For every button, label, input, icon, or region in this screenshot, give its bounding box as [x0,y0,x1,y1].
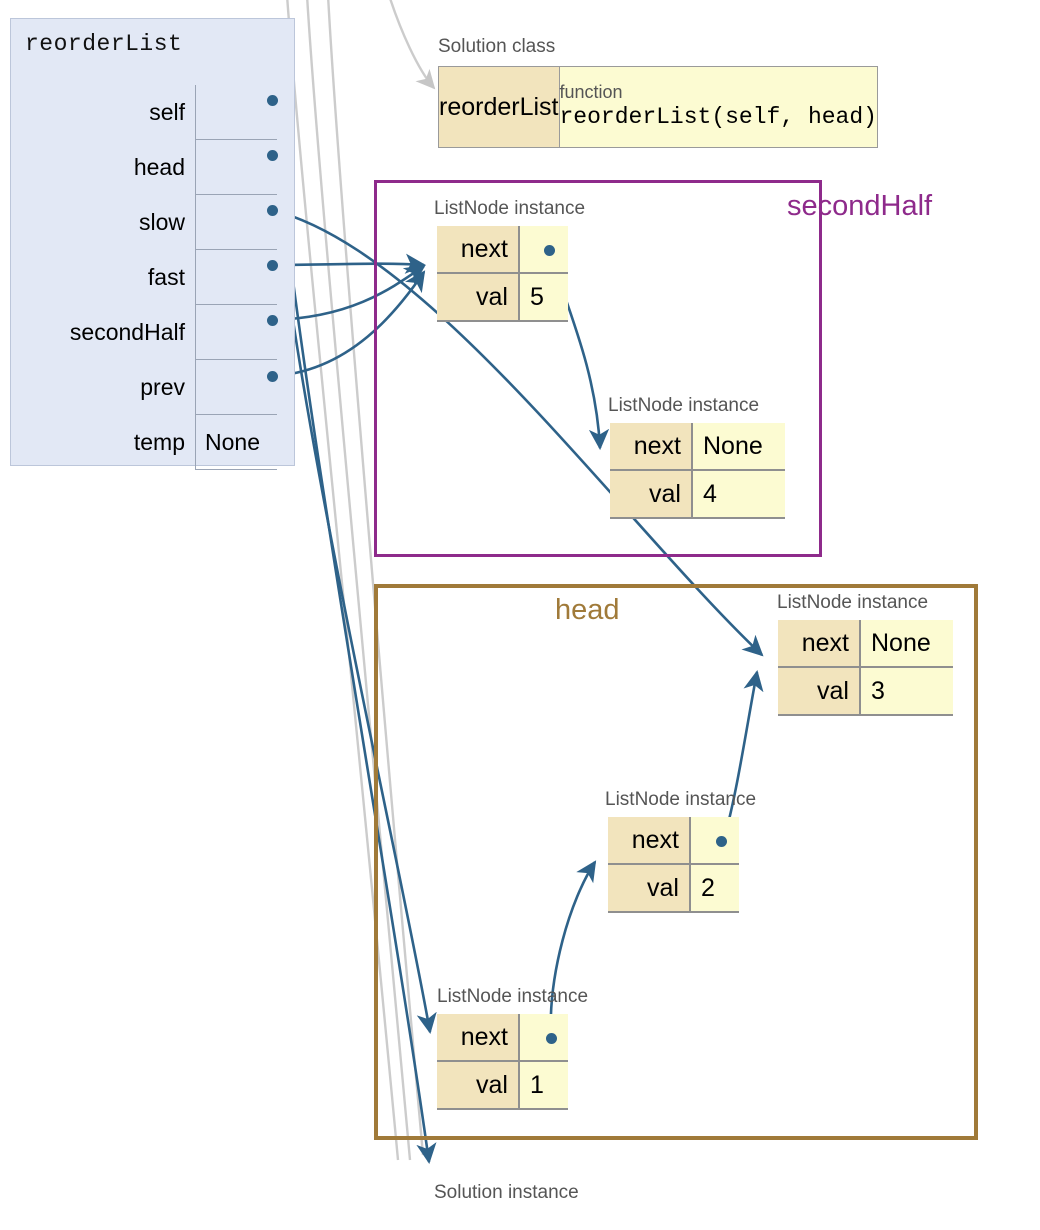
field-key: val [437,274,520,322]
field-value-pointer[interactable] [691,817,739,865]
pointer-dot-n2-next [716,836,727,847]
field-key: next [437,1014,520,1062]
field-key: next [778,620,861,668]
class-attr-name: reorderList [439,67,560,147]
var-value[interactable] [195,195,277,250]
field-value-pointer[interactable] [520,1014,568,1062]
frame-pointer-dot-prev [267,371,278,382]
listnode-label-n3: ListNode instance [777,592,929,613]
group-box-head [374,584,978,1140]
var-value[interactable] [195,85,277,140]
field-value: 4 [693,471,785,519]
field-key: next [610,423,693,471]
var-value[interactable]: None [195,415,277,470]
frame-var-prev: prev [10,360,295,415]
pointer-dot-n1-next [546,1033,557,1044]
var-value[interactable] [195,140,277,195]
field-value: 2 [691,865,739,913]
listnode-object-n1: next val 1 [437,1014,568,1110]
var-label: fast [147,264,185,290]
field-key: val [610,471,693,519]
var-label: secondHalf [69,319,185,345]
solution-instance-label: Solution instance [434,1182,579,1203]
frame-title: reorderList [25,31,183,57]
group-title-secondhalf: secondHalf [787,190,933,222]
solution-class-object: reorderList function reorderList(self, h… [438,66,878,148]
pointer-dot-n5-next [544,245,555,256]
field-value: 5 [520,274,568,322]
field-value: None [693,423,785,471]
listnode-object-n3: next None val 3 [778,620,953,716]
listnode-object-n5: next val 5 [437,226,568,322]
group-title-head: head [555,594,620,626]
field-value: 3 [861,668,953,716]
frame-var-fast: fast [10,250,295,305]
var-label: slow [138,209,185,235]
var-label: prev [140,374,185,400]
listnode-label-n1: ListNode instance [437,986,589,1007]
frame-pointer-dot-self [267,95,278,106]
frame-var-secondhalf: secondHalf [10,305,295,360]
var-value[interactable] [195,250,277,305]
frame-var-self: self [10,85,295,140]
field-key: val [608,865,691,913]
var-label: temp [133,429,185,455]
group-box-secondhalf [374,180,822,557]
listnode-label-n5: ListNode instance [434,198,586,219]
frame-pointer-dot-slow [267,205,278,216]
field-value: None [861,620,953,668]
listnode-object-n2: next val 2 [608,817,739,913]
function-signature: reorderList(self, head) [559,103,877,130]
stack-frame-reorderlist [10,18,295,466]
var-value[interactable] [195,360,277,415]
value-kind: function [559,82,623,103]
frame-var-head: head [10,140,295,195]
frame-pointer-dot-head [267,150,278,161]
var-label: head [133,154,185,180]
listnode-label-n2: ListNode instance [605,789,757,810]
field-key: next [608,817,691,865]
var-value[interactable] [195,305,277,360]
class-attr-value: function reorderList(self, head) [559,67,877,147]
solution-class-label: Solution class [438,36,556,57]
frame-var-slow: slow [10,195,295,250]
listnode-label-n4: ListNode instance [608,395,760,416]
field-value: 1 [520,1062,568,1110]
listnode-object-n4: next None val 4 [610,423,785,519]
frame-var-temp: temp None [10,415,295,470]
frame-pointer-dot-fast [267,260,278,271]
field-key: next [437,226,520,274]
field-key: val [437,1062,520,1110]
frame-pointer-dot-secondhalf [267,315,278,326]
var-label: self [149,99,185,125]
field-key: val [778,668,861,716]
